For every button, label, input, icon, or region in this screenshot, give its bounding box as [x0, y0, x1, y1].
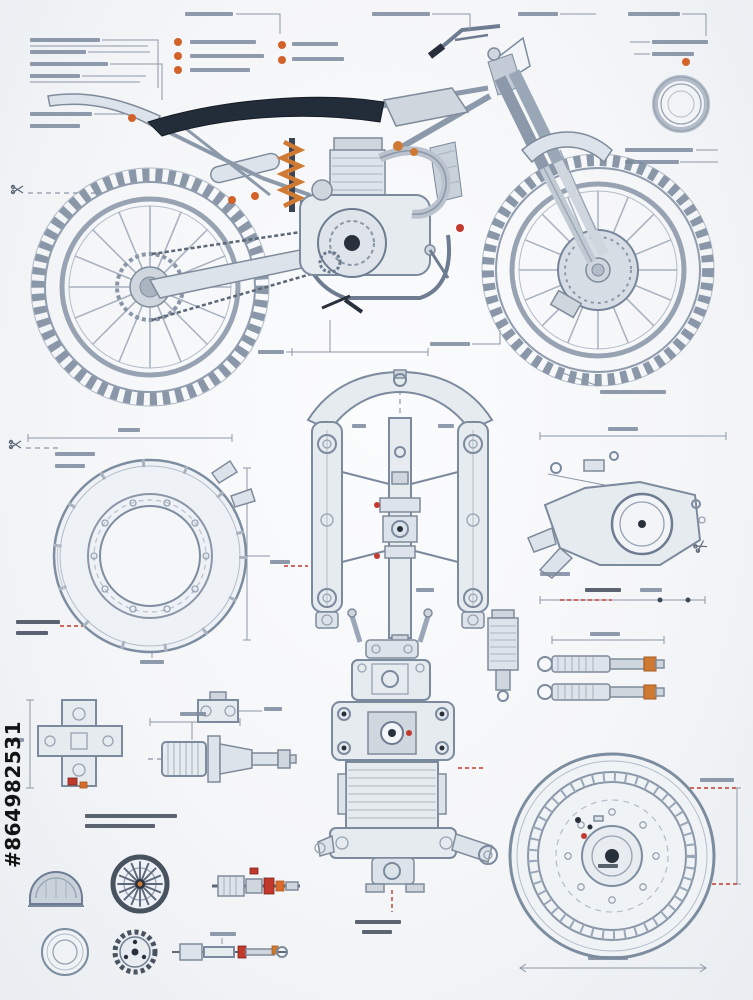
- shock-cartridge: [537, 683, 665, 701]
- leader-lines-top: [30, 13, 718, 387]
- red-dashed-leaders: [60, 565, 737, 912]
- fuel-tank: [382, 87, 470, 127]
- tire-cross-section: [52, 458, 256, 654]
- cut-lines: [8, 184, 708, 554]
- watermark-text: #864982531: [1, 721, 25, 869]
- chain-lower: [151, 266, 333, 322]
- drum-shell-part: [28, 871, 84, 907]
- spoked-small-wheel: [110, 854, 170, 914]
- axle-with-red-fittings: [212, 867, 300, 897]
- engine-assembly-front: [314, 608, 498, 893]
- front-sprocket: [318, 250, 342, 274]
- seat: [147, 96, 385, 137]
- spoke-holes: [564, 808, 660, 904]
- front-wheel: [481, 153, 715, 387]
- brake-caliper: [549, 289, 583, 319]
- rear-hub-wheel: [508, 752, 716, 960]
- top-arch: [306, 370, 494, 432]
- fork-lower-right: [553, 159, 609, 257]
- rear-fender: [47, 93, 161, 130]
- lower-mount: [371, 857, 415, 885]
- frame: [47, 85, 492, 300]
- valve-tab: [230, 488, 256, 508]
- red-fitting: [263, 877, 275, 895]
- valve-tab: [210, 459, 239, 485]
- lower-case: [329, 827, 457, 859]
- oring-part: [652, 75, 710, 133]
- shock-absorbers: [537, 655, 665, 701]
- hub-fasteners: [575, 815, 604, 830]
- carburetor: [311, 179, 333, 201]
- brake-pedal: [321, 294, 351, 310]
- rear-wheel: [30, 167, 270, 407]
- small-bracket-part: [197, 691, 239, 723]
- shaft-assembly: [172, 938, 288, 961]
- crossbar: [454, 33, 489, 42]
- fork-front-view: [306, 369, 494, 648]
- front-fender: [520, 131, 613, 164]
- side-arm: [451, 833, 493, 863]
- front-end: [427, 24, 613, 265]
- ring-seal-part: [41, 928, 89, 976]
- footpeg: [343, 298, 364, 314]
- shock-tip-orange: [643, 656, 657, 672]
- kick-lever: [428, 249, 450, 279]
- scissors-icon: [8, 439, 22, 450]
- axle-assembly: [148, 735, 297, 783]
- orange-fitting: [79, 781, 88, 789]
- scissors-icon: [10, 184, 24, 195]
- triple-clamp-assembly: [527, 451, 706, 579]
- small-cylinder-part: [487, 609, 519, 702]
- shock-spring: [276, 139, 306, 209]
- cam-part: [393, 141, 403, 151]
- bolt-holes: [90, 499, 210, 613]
- gear-part: [112, 929, 158, 975]
- grip: [427, 43, 446, 59]
- shock-cartridge: [537, 655, 665, 673]
- shock-tip-orange: [643, 684, 657, 700]
- watermark: #864982531: [1, 696, 25, 894]
- engine: [299, 137, 451, 314]
- red-fitting: [237, 945, 247, 959]
- red-fitting: [67, 777, 78, 786]
- rear-shock: [276, 138, 306, 212]
- chain-upper: [151, 226, 329, 256]
- handlebar: [434, 24, 501, 54]
- motorcycle-side-view: [30, 24, 715, 407]
- mount-bracket: [37, 699, 123, 789]
